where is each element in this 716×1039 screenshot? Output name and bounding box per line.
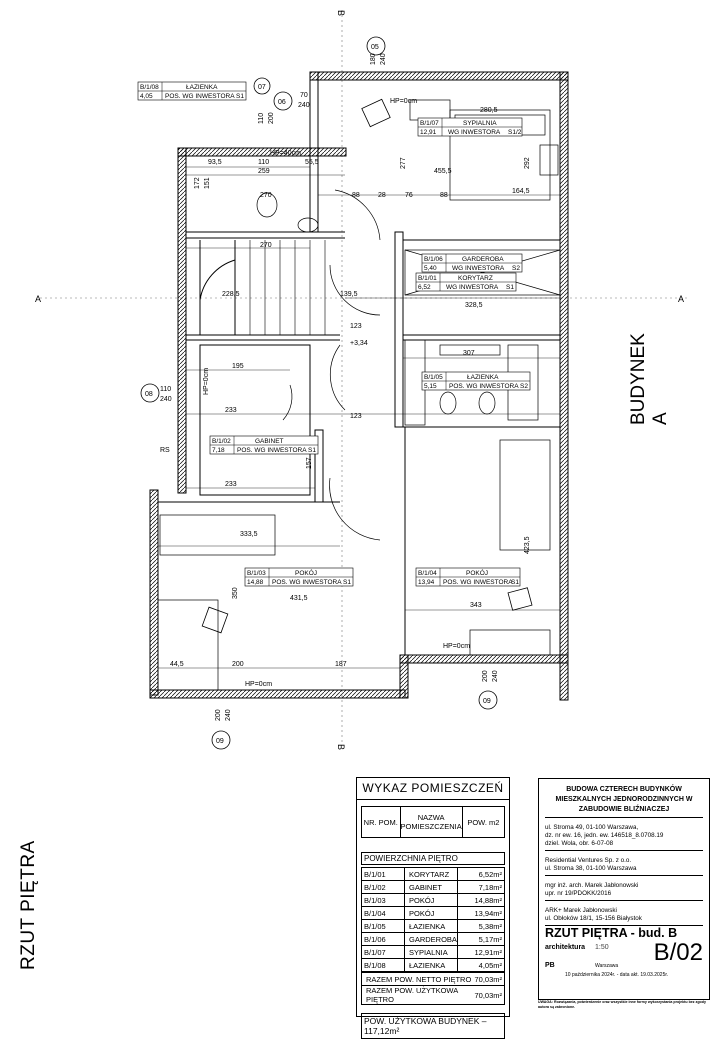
room-name: KORYTARZ — [405, 868, 458, 880]
room-name: SYPIALNIA — [405, 946, 458, 958]
room-name: ŁAZIENKA — [405, 920, 458, 932]
title-block: BUDOWA CZTERECH BUDYNKÓW MIESZKALNYCH JE… — [538, 778, 710, 1000]
room-name: POKÓJ — [405, 894, 458, 906]
interior-walls — [158, 71, 560, 655]
room-area: 4,05m² — [478, 960, 502, 970]
building-total: POW. UŻYTKOWA BUDYNEK – 117,12m² — [361, 1013, 505, 1039]
room-area: 5,38m² — [478, 921, 502, 931]
schedule-header: NR. POM. NAZWA POMIESZCZENIA POW. m2 — [361, 806, 505, 838]
office-line: ul. Obłoków 18/1, 15-156 Białystok — [545, 915, 642, 922]
schedule-title: WYKAZ POMIESZCZEŃ — [357, 778, 509, 800]
room-no: B/1/02 — [362, 881, 405, 893]
room-name: GARDEROBA — [405, 933, 458, 945]
usable-total: RAZEM POW. UŻYTKOWA PIĘTRO 70,03m² — [361, 986, 505, 1005]
usable-label: RAZEM POW. UŻYTKOWA PIĘTRO — [366, 986, 458, 1004]
investor-line: ul. Stroma 38, 01-100 Warszawa — [545, 865, 637, 872]
building-label: BUDYNEK A — [628, 333, 671, 425]
room-no: B/1/07 — [362, 946, 405, 958]
furniture — [157, 99, 561, 691]
room-area: 13,94m² — [474, 908, 502, 918]
doors — [282, 189, 381, 541]
room-name: POKÓJ — [405, 907, 458, 919]
location-line: ul. Stroma 49, 01-100 Warszawa, — [545, 824, 639, 831]
designer-line: upr. nr 19/PDOKK/2016 — [545, 890, 612, 897]
usable-value: 70,03m² — [474, 990, 502, 1000]
schedule-section: POWIERZCHNIA PIĘTRO — [361, 852, 505, 865]
drawing-title: RZUT PIĘTRA - bud. B — [545, 926, 678, 940]
room-area: 7,18m² — [478, 882, 502, 892]
axis-lines — [40, 10, 690, 745]
sheet-side-label: RZUT PIĘTRA — [18, 840, 39, 970]
col-area: POW. m2 — [467, 817, 500, 827]
sheet-number: B/02 — [653, 939, 703, 966]
net-value: 70,03m² — [474, 974, 502, 984]
stage: PB — [545, 962, 555, 969]
room-area: 6,52m² — [478, 869, 502, 879]
room-no: B/1/04 — [362, 907, 405, 919]
footer-note: UWAGA: Rozwiązania, potwierdzenie oraz w… — [538, 1000, 706, 1009]
room-no: B/1/03 — [362, 894, 405, 906]
location-line: dz. nr ew. 16, jedn. ew. 146518_8.0708.1… — [545, 832, 664, 839]
col-no: NR. POM. — [362, 807, 401, 837]
location-line: dziel. Wola, obr. 6-07-08 — [545, 840, 614, 847]
room-name: ŁAZIENKA — [405, 959, 458, 971]
branch: architektura — [545, 944, 586, 951]
chair-icons — [201, 98, 533, 634]
room-area: 5,17m² — [478, 934, 502, 944]
staircase — [249, 240, 326, 335]
net-label: RAZEM POW. NETTO PIĘTRO — [366, 974, 472, 984]
room-area: 12,91m² — [474, 947, 502, 957]
room-no: B/1/01 — [362, 868, 405, 880]
project-name: BUDOWA CZTERECH BUDYNKÓW MIESZKALNYCH JE… — [555, 786, 693, 813]
room-no: B/1/06 — [362, 933, 405, 945]
room-no: B/1/05 — [362, 920, 405, 932]
room-area: 14,88m² — [474, 895, 502, 905]
col-name: NAZWA POMIESZCZENIA — [401, 807, 463, 837]
room-name: GABINET — [405, 881, 458, 893]
room-no: B/1/08 — [362, 959, 405, 971]
investor-line: Residential Ventures Sp. z o.o. — [545, 857, 632, 864]
designer-line: mgr inż. arch. Marek Jabłonowski — [545, 882, 639, 889]
date: 10 października 2024r. - data akt. 19.03… — [565, 972, 669, 978]
scale: 1:50 — [595, 944, 609, 951]
outer-walls — [149, 71, 569, 701]
room-schedule: WYKAZ POMIESZCZEŃ NR. POM. NAZWA POMIESZ… — [356, 777, 510, 1039]
office-line: ARK+ Marek Jabłonowski — [545, 907, 617, 914]
place: Warszawa — [595, 963, 619, 969]
